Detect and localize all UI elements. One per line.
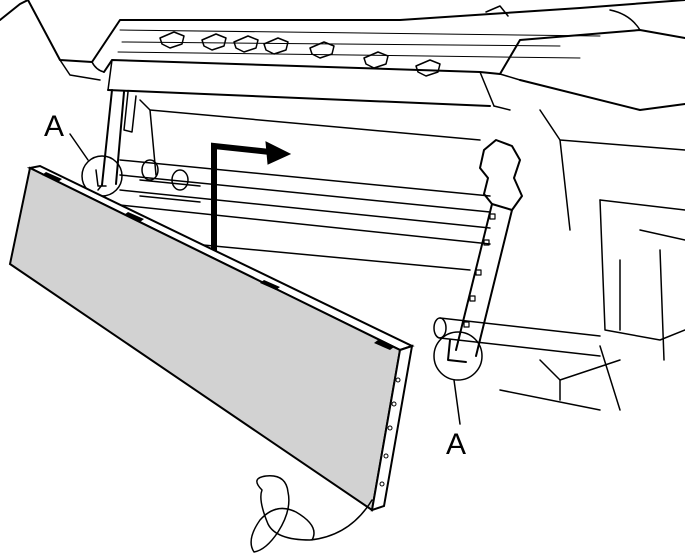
panel-mounting-tabs — [42, 172, 394, 350]
pinch-rollers — [159, 31, 441, 77]
front-panel — [8, 164, 415, 553]
callout-left: A — [44, 110, 123, 197]
panel-cord — [250, 475, 373, 553]
printer-body — [0, 0, 685, 361]
callout-label-left: A — [44, 110, 64, 143]
left-bracket — [97, 89, 137, 191]
callout-right: A — [433, 331, 483, 461]
callout-label-right: A — [446, 428, 466, 461]
right-bracket — [455, 139, 621, 411]
arrow-up-right-icon — [211, 141, 292, 254]
